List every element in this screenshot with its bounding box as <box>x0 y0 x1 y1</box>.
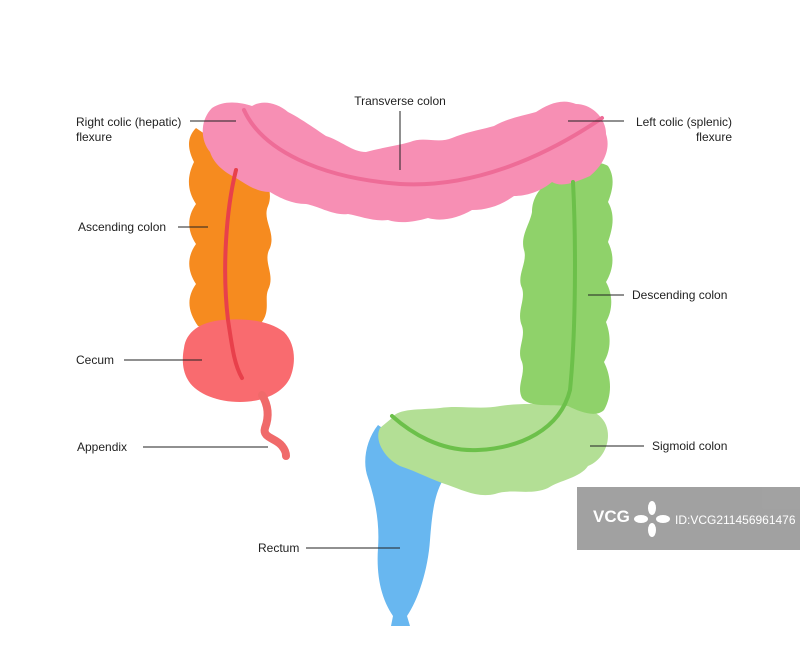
transverse-inner-line <box>242 108 604 187</box>
watermark-id: ID:VCG211456961476 <box>675 513 796 527</box>
watermark-logo: VCG <box>593 507 630 526</box>
label-ascending-colon: Ascending colon <box>78 220 167 234</box>
appendix-shape <box>258 391 290 460</box>
watermark: VCG ID:VCG211456961476 <box>577 487 800 550</box>
label-right-colic-flexure: Right colic (hepatic) flexure <box>76 115 182 144</box>
transverse-colon-shape <box>202 101 608 223</box>
leader-lines <box>124 111 644 549</box>
label-appendix: Appendix <box>77 440 128 454</box>
label-descending-colon: Descending colon <box>632 288 728 302</box>
descending-inner-line <box>390 180 577 453</box>
descending-colon-shape <box>520 163 613 414</box>
label-rectum: Rectum <box>258 541 300 555</box>
label-sigmoid-colon: Sigmoid colon <box>652 439 728 453</box>
label-transverse-colon: Transverse colon <box>354 94 446 108</box>
cecum-shape <box>182 319 294 402</box>
ascending-inner-line <box>223 168 244 380</box>
watermark-flower-icon <box>634 501 670 537</box>
label-cecum: Cecum <box>76 353 115 367</box>
label-left-colic-flexure: Left colic (splenic) flexure <box>635 115 732 144</box>
